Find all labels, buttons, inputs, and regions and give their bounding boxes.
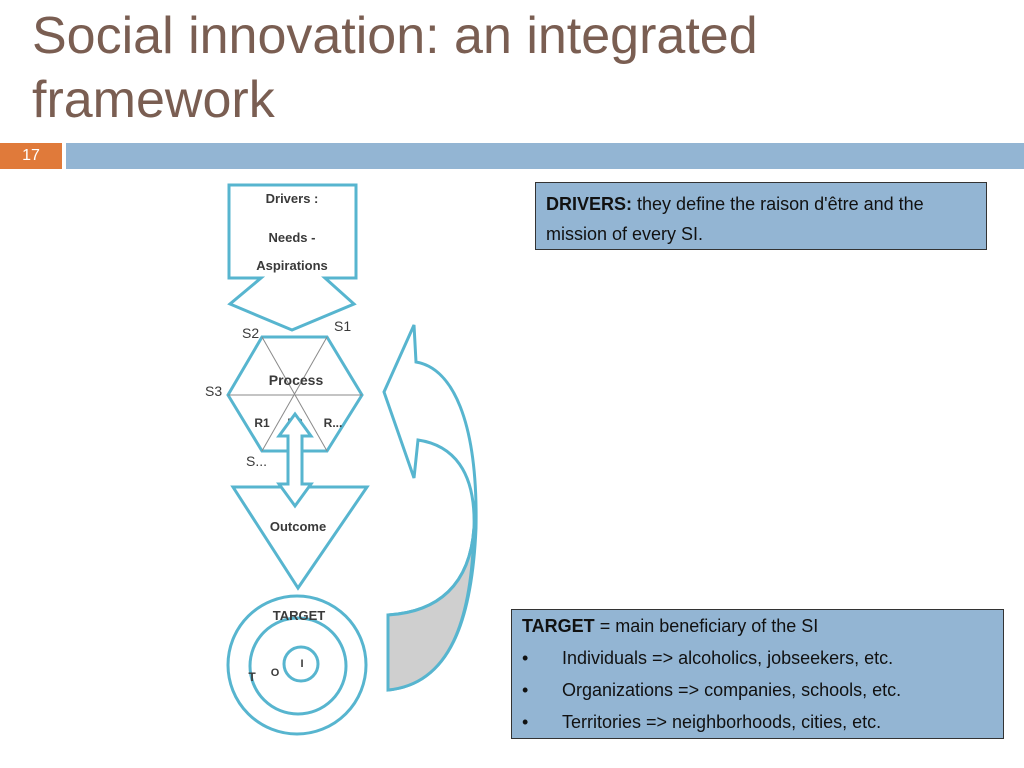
drivers-needs: Needs -	[269, 230, 316, 245]
drivers-box-label: DRIVERS:	[546, 194, 633, 214]
slide-number: 17	[0, 143, 62, 169]
bullet: •	[522, 712, 529, 732]
process-label: Process	[269, 372, 324, 388]
list-item: • Individuals => alcoholics, jobseekers, …	[522, 642, 993, 674]
target-box-text: = main beneficiary of the SI	[599, 616, 819, 636]
s3-label: S3	[205, 383, 222, 399]
list-item: • Organizations => companies, schools, et…	[522, 674, 993, 706]
bullet: •	[522, 680, 529, 700]
list-item-text: Territories => neighborhoods, cities, et…	[562, 712, 882, 732]
s1-label: S1	[334, 318, 351, 334]
target-box-label: TARGET	[522, 616, 595, 636]
drivers-title: Drivers :	[266, 191, 319, 206]
hexagon-divider-2	[261, 336, 328, 452]
target-label: TARGET	[273, 608, 326, 623]
s-more-label: S...	[246, 453, 267, 469]
outcome-label: Outcome	[270, 519, 326, 534]
s2-label: S2	[242, 325, 259, 341]
ring-i-label: I	[300, 658, 303, 670]
drivers-aspirations: Aspirations	[256, 258, 328, 273]
bullet: •	[522, 648, 529, 668]
ring-o-label: O	[271, 667, 280, 679]
slide-title: Social innovation: an integrated framewo…	[32, 7, 758, 129]
r-more-label: R...	[324, 416, 343, 430]
outcome-triangle	[230, 485, 370, 591]
drivers-box: DRIVERS: they define the raison d'être a…	[535, 182, 987, 250]
header-bar	[66, 143, 1024, 169]
target-box: TARGET = main beneficiary of the SI • Ind…	[511, 609, 1004, 739]
list-item-text: Individuals => alcoholics, jobseekers, e…	[562, 648, 894, 668]
feedback-arrow-shading	[386, 527, 476, 692]
target-list: • Individuals => alcoholics, jobseekers, …	[522, 642, 993, 738]
target-box-heading: TARGET = main beneficiary of the SI	[522, 610, 993, 642]
drivers-arrow	[227, 183, 358, 332]
list-item-text: Organizations => companies, schools, etc…	[562, 680, 902, 700]
double-arrow	[276, 411, 314, 509]
target-inner-ring	[282, 645, 320, 683]
list-item: • Territories => neighborhoods, cities, e…	[522, 706, 993, 738]
drivers-box-text: they define the raison d'être and the mi…	[546, 194, 924, 244]
ring-t-label: T	[248, 670, 256, 684]
r1-label: R1	[254, 416, 270, 430]
